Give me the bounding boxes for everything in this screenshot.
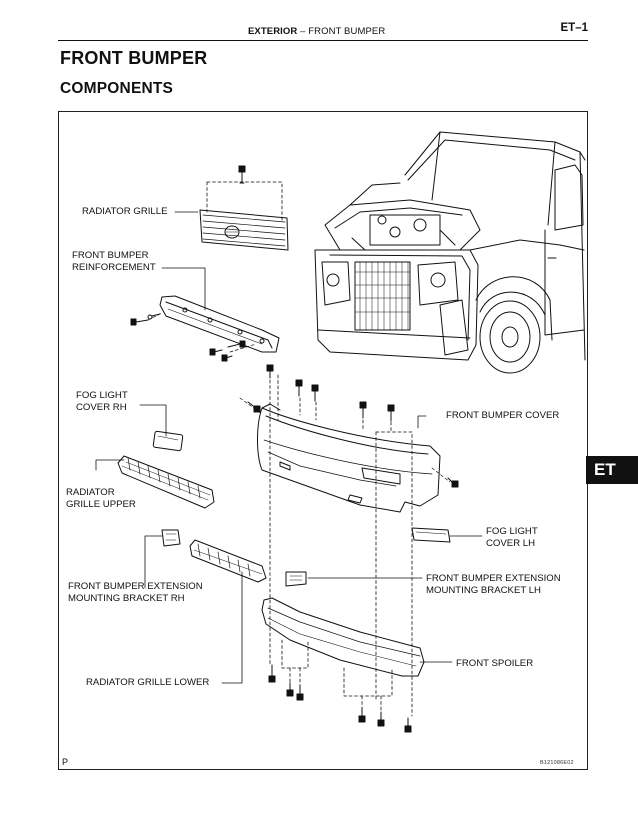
label-extension-bracket-lh: FRONT BUMPER EXTENSION MOUNTING BRACKET … bbox=[426, 573, 561, 596]
fog-light-cover-lh-part bbox=[411, 527, 451, 543]
vehicle-illustration bbox=[314, 131, 586, 374]
reinforcement-bolts bbox=[130, 312, 257, 362]
label-front-bumper-reinforcement: FRONT BUMPER REINFORCEMENT bbox=[72, 250, 156, 273]
extension-bracket-lh-part bbox=[285, 571, 307, 587]
label-radiator-grille-upper: RADIATOR GRILLE UPPER bbox=[66, 487, 136, 510]
figure-code: B121086E02 bbox=[540, 760, 574, 766]
radiator-grille-part bbox=[199, 165, 289, 251]
label-radiator-grille: RADIATOR GRILLE bbox=[82, 206, 168, 217]
radiator-grille-lower-part bbox=[189, 539, 267, 583]
fog-light-cover-rh-part bbox=[152, 430, 184, 452]
front-spoiler-part bbox=[261, 597, 425, 677]
corner-mark: P bbox=[62, 757, 69, 767]
header-section: EXTERIOR – FRONT BUMPER bbox=[248, 26, 385, 37]
page-header: EXTERIOR – FRONT BUMPER ET–1 bbox=[58, 22, 588, 40]
leader-lines bbox=[95, 211, 483, 684]
label-radiator-grille-lower: RADIATOR GRILLE LOWER bbox=[86, 677, 210, 688]
extension-bracket-rh-part bbox=[161, 529, 181, 547]
page-code: ET–1 bbox=[560, 22, 589, 34]
label-front-bumper-cover: FRONT BUMPER COVER bbox=[446, 410, 560, 421]
page-subtitle: COMPONENTS bbox=[60, 80, 174, 97]
header-section-name: EXTERIOR bbox=[248, 26, 298, 37]
assembly-dashed-lines bbox=[269, 374, 413, 717]
radiator-grille-upper-part bbox=[117, 455, 215, 509]
page-title: FRONT BUMPER bbox=[60, 48, 208, 68]
label-fog-light-cover-rh: FOG LIGHT COVER RH bbox=[76, 390, 128, 413]
spoiler-fasteners bbox=[268, 664, 412, 733]
header-subsection: FRONT BUMPER bbox=[308, 26, 386, 37]
section-tab: ET bbox=[586, 456, 638, 484]
bumper-reinforcement-part bbox=[159, 295, 280, 353]
label-extension-bracket-rh: FRONT BUMPER EXTENSION MOUNTING BRACKET … bbox=[68, 581, 203, 604]
label-fog-light-cover-lh: FOG LIGHT COVER LH bbox=[486, 526, 538, 549]
figure-frame bbox=[58, 111, 588, 770]
header-rule bbox=[58, 40, 588, 41]
cover-fasteners bbox=[239, 364, 459, 488]
header-separator: – bbox=[300, 26, 306, 37]
bumper-cover-part bbox=[257, 403, 441, 513]
label-front-spoiler: FRONT SPOILER bbox=[456, 658, 534, 669]
